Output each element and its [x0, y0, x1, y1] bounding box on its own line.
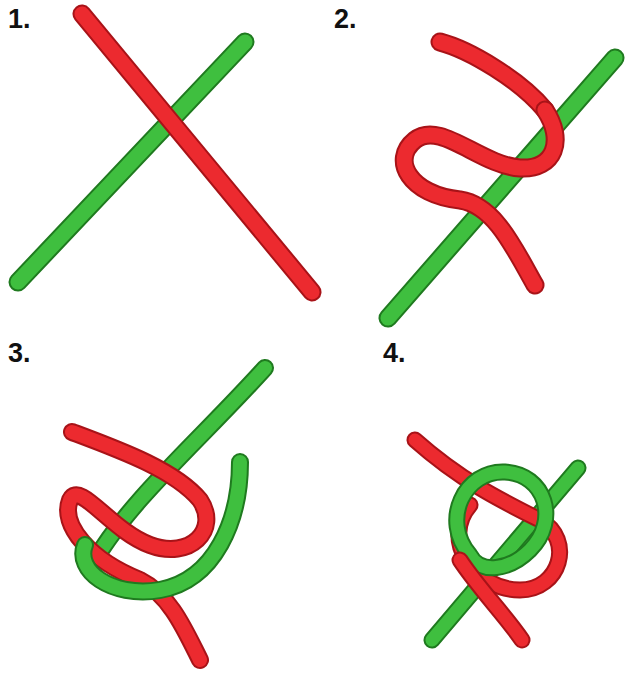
- step-1-figure: [18, 14, 312, 292]
- step-2-figure: [388, 42, 615, 318]
- step-number: 2.: [334, 6, 357, 33]
- step-number: 3.: [8, 340, 31, 367]
- step-number: 1.: [8, 6, 31, 33]
- step-4-figure: [415, 440, 578, 640]
- step-number: 4.: [383, 340, 406, 367]
- step-3-figure: [68, 368, 265, 660]
